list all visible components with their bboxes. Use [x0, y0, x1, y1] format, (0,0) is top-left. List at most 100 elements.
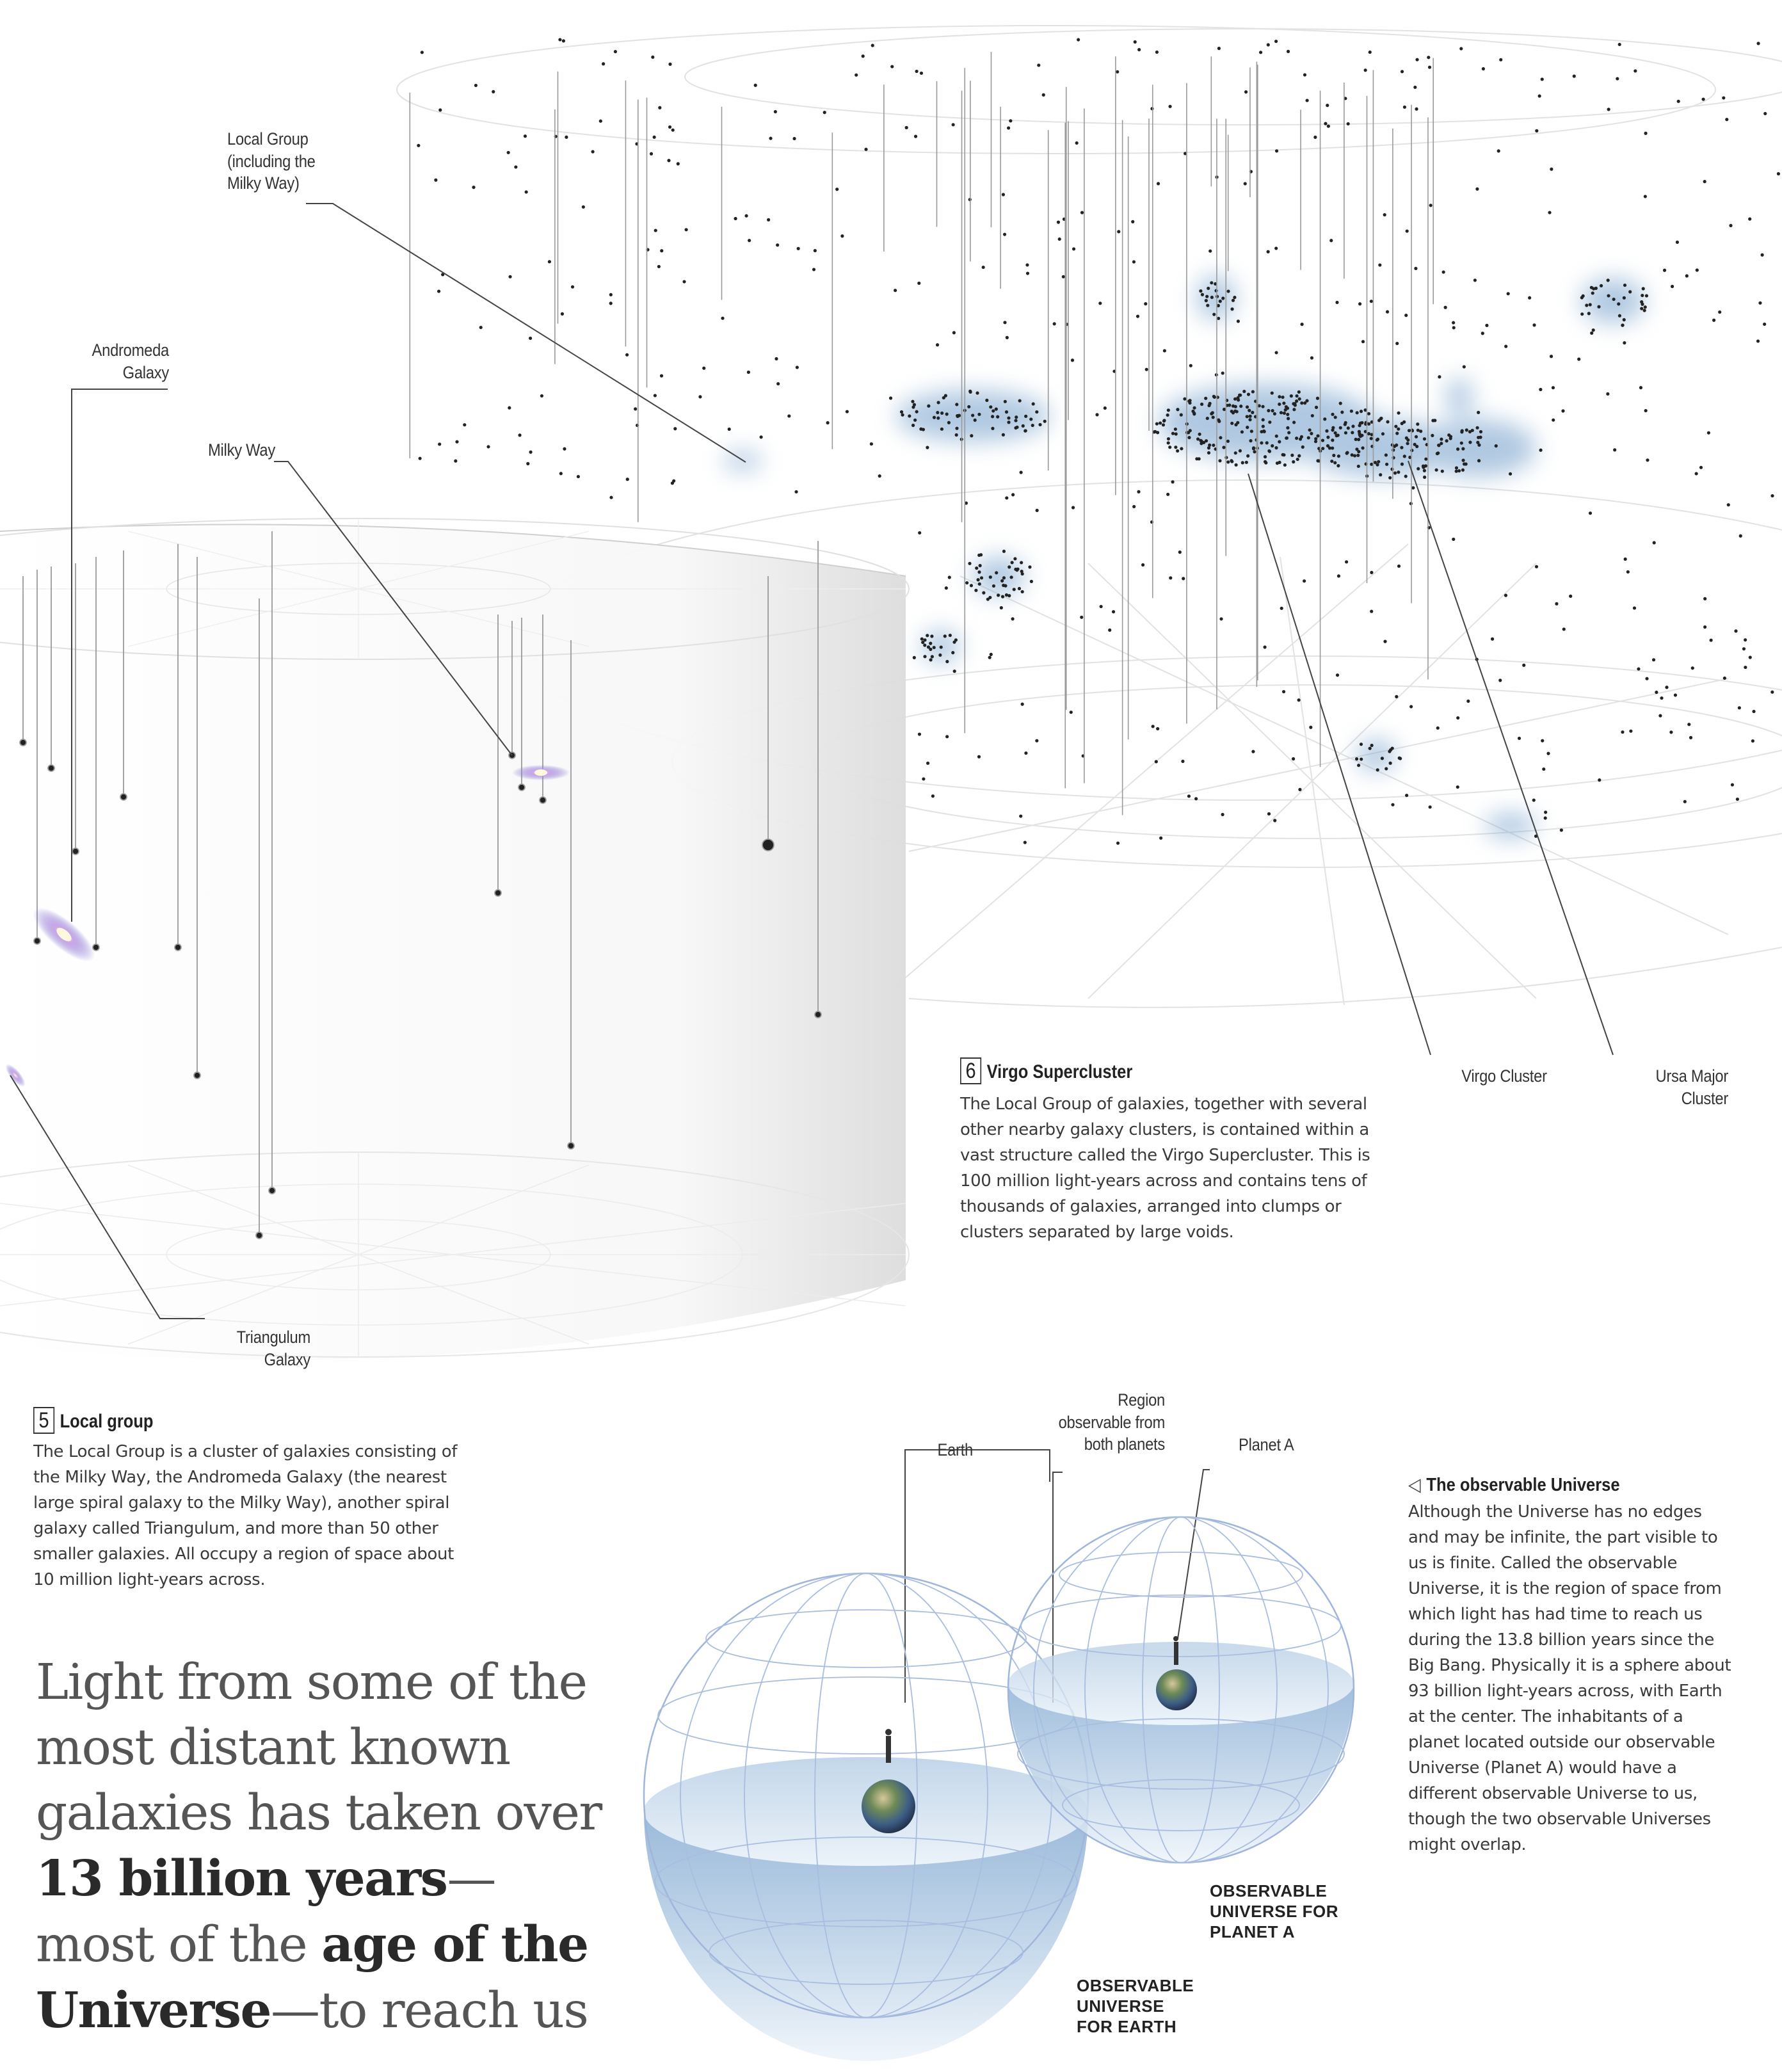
galaxy-dot — [1722, 676, 1726, 680]
galaxy-dot — [506, 150, 510, 154]
galaxy-dot — [1253, 450, 1256, 454]
observable-universe-body: Although the Universe has no edges and m… — [1408, 1502, 1731, 1854]
galaxy-dot — [1141, 563, 1145, 567]
galaxy-dot — [1313, 135, 1317, 139]
galaxy-dot — [1282, 411, 1287, 415]
galaxy-dot — [1562, 627, 1566, 631]
galaxy-dot — [684, 228, 688, 232]
galaxy-dot — [1005, 496, 1009, 500]
galaxy-dot — [1003, 399, 1007, 403]
galaxy-dot — [1388, 761, 1392, 765]
galaxy-dot — [1542, 767, 1546, 771]
galaxy-dot — [1020, 590, 1024, 594]
galaxy-dot — [609, 293, 613, 297]
galaxy-dot — [996, 415, 1000, 419]
galaxy-dot — [1095, 413, 1099, 417]
galaxy-dot — [943, 634, 947, 638]
galaxy-dot — [1011, 617, 1015, 621]
galaxy-dot — [1251, 446, 1256, 450]
galaxy-dot — [1770, 494, 1774, 498]
galaxy-dot — [977, 570, 981, 574]
galaxy-dot — [1390, 746, 1394, 750]
galaxy-dot — [268, 1187, 276, 1194]
triangle-pointer-icon: ◁ — [1408, 1475, 1421, 1495]
galaxy-dot — [565, 135, 568, 139]
galaxy-dot — [1763, 322, 1767, 326]
galaxy-dot — [991, 409, 995, 413]
galaxy-dot — [671, 128, 675, 132]
galaxy-dot — [951, 651, 955, 655]
galaxy-dot — [1155, 422, 1159, 426]
galaxy-dot — [1282, 453, 1286, 457]
galaxy-dot — [1166, 441, 1170, 445]
galaxy-dot — [1326, 124, 1330, 128]
galaxy-dot — [1210, 295, 1214, 300]
galaxy-dot — [1214, 289, 1218, 293]
galaxy-dot — [33, 937, 41, 945]
galaxy-dot — [653, 394, 657, 398]
galaxy-dot — [19, 739, 27, 746]
galaxy-dot — [1162, 419, 1166, 422]
galaxy-dot — [1406, 438, 1410, 442]
galaxy-dot — [1333, 431, 1337, 435]
galaxy-dot — [1367, 422, 1371, 426]
galaxy-dot — [1543, 816, 1547, 820]
galaxy-dot — [668, 125, 672, 129]
galaxy-dot — [514, 165, 518, 169]
galaxy-dot — [1222, 446, 1226, 449]
galaxy-dot — [894, 289, 897, 293]
pull-quote: Light from some of the most distant know… — [36, 1654, 602, 2039]
galaxy-dot — [1061, 275, 1065, 278]
galaxy-dots — [417, 38, 1781, 845]
galaxy-dot — [1176, 449, 1180, 453]
galaxy-dot — [721, 316, 725, 320]
galaxy-dot — [1675, 240, 1680, 244]
galaxy-dot — [1537, 94, 1541, 98]
galaxy-dot — [840, 234, 844, 238]
galaxy-dot — [1381, 432, 1385, 436]
galaxy-dot — [899, 410, 904, 414]
galaxy-dot — [1295, 437, 1299, 440]
galaxy-dot — [1626, 570, 1630, 574]
galaxy-dot — [1395, 341, 1399, 346]
galaxy-dot — [1497, 149, 1500, 153]
galaxy-dot — [1703, 625, 1707, 629]
galaxy-dot — [1015, 425, 1019, 430]
galaxy-dot — [1260, 441, 1264, 445]
galaxy-dot — [1517, 736, 1521, 741]
galaxy-dot — [1699, 465, 1703, 469]
galaxy-dot — [1506, 292, 1510, 296]
galaxy-dot — [581, 205, 585, 209]
earth-icon — [862, 1729, 915, 1833]
galaxy-dot — [1336, 464, 1340, 468]
galaxy-dot — [1335, 673, 1340, 677]
galaxy-dot — [1685, 274, 1689, 278]
galaxy-dot — [1205, 294, 1209, 298]
galaxy-dot — [1470, 428, 1474, 433]
galaxy-dot — [1310, 356, 1314, 360]
galaxy-dot — [1001, 433, 1005, 437]
galaxy-dot — [1226, 460, 1230, 464]
galaxy-dot — [1258, 51, 1263, 54]
galaxy-dot — [969, 584, 974, 588]
galaxy-dot — [1369, 300, 1373, 303]
galaxy-dot — [1244, 460, 1248, 464]
galaxy-dot — [988, 655, 991, 659]
galaxy-dot — [939, 645, 943, 649]
galaxy-dot — [945, 659, 949, 664]
galaxy-dot — [1274, 39, 1278, 44]
galaxy-dot — [1475, 187, 1479, 191]
galaxy-dot — [1440, 442, 1443, 446]
galaxy-dot — [1136, 314, 1140, 318]
galaxy-dot — [1221, 296, 1225, 300]
galaxy-dot — [1144, 302, 1148, 306]
galaxy-dot — [932, 415, 936, 419]
galaxy-dot — [1577, 357, 1581, 361]
galaxy-dot — [1282, 401, 1286, 405]
galaxy-dot — [472, 186, 476, 189]
galaxy-dot — [1002, 549, 1006, 553]
galaxy-dot — [922, 777, 926, 781]
galaxy-dot — [1137, 48, 1141, 52]
galaxy-dot — [1345, 451, 1349, 455]
galaxy-dot — [559, 472, 563, 476]
